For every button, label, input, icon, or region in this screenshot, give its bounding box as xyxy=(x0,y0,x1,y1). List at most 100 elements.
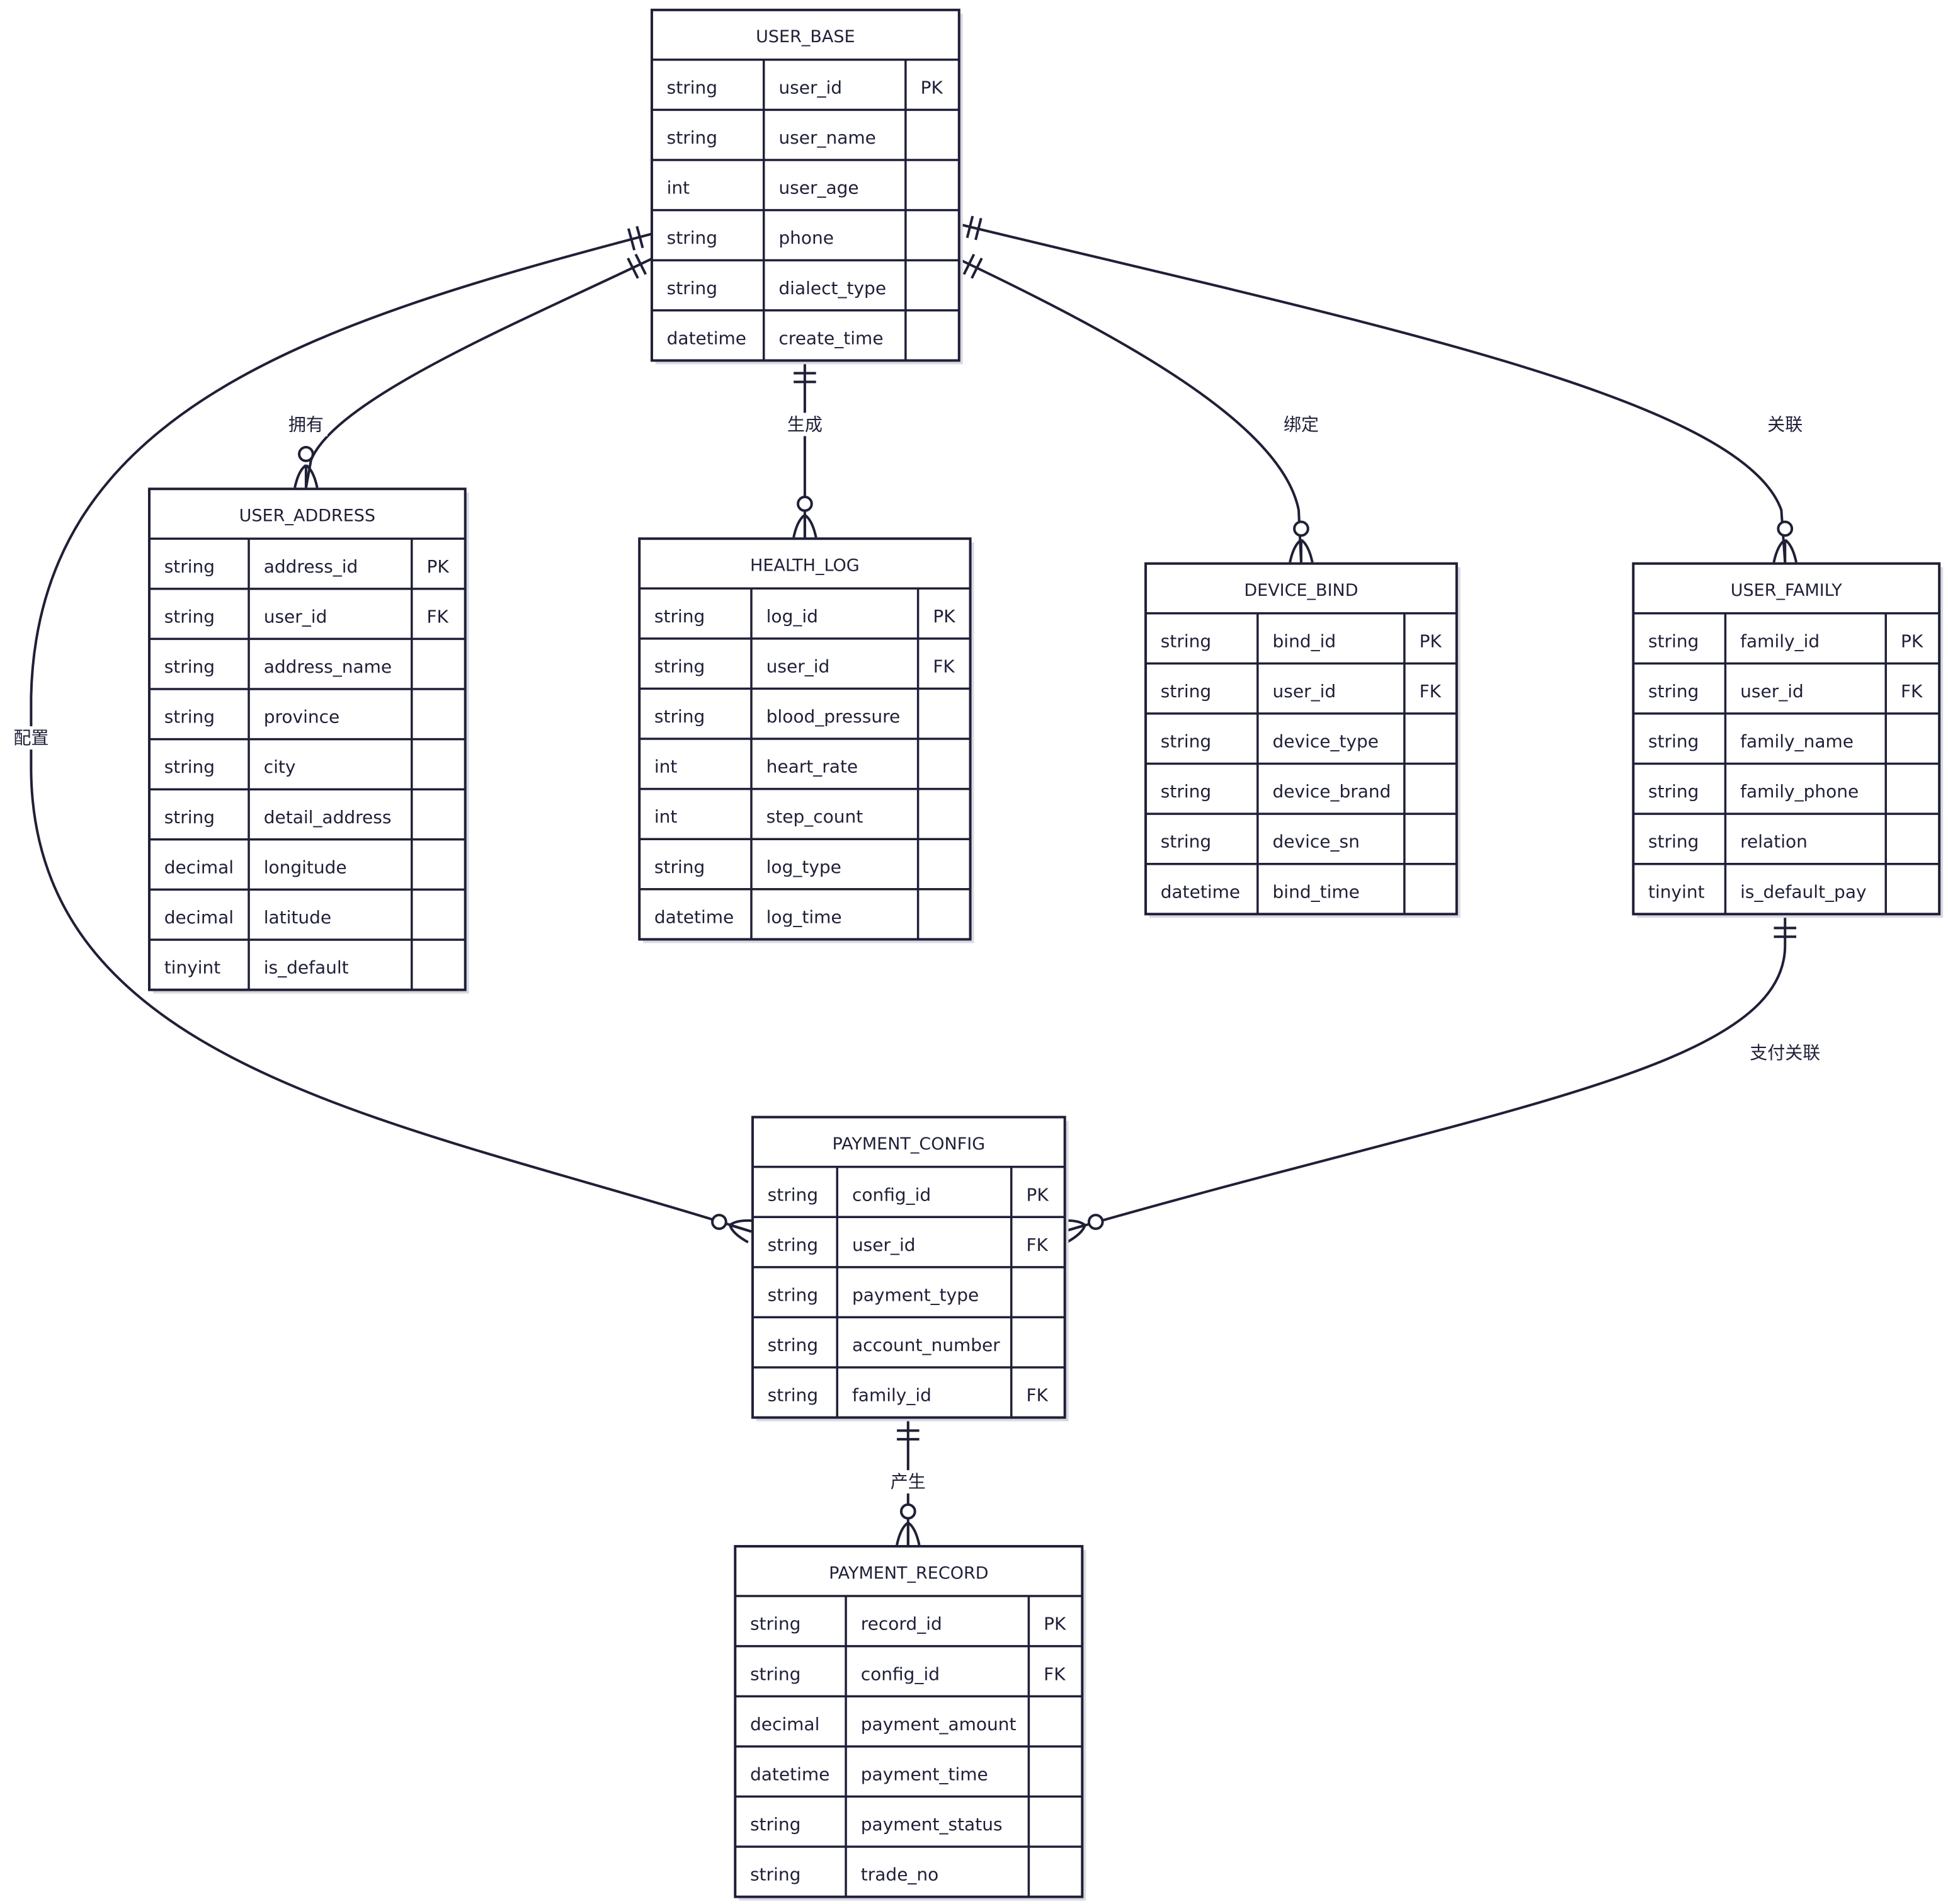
relationship-user-base-to-health-log xyxy=(792,360,817,538)
field-name: user_age xyxy=(778,178,858,198)
zero-circle xyxy=(899,1503,916,1520)
field-key: FK xyxy=(426,606,448,627)
field-key: FK xyxy=(1420,681,1442,702)
field-name: longitude xyxy=(264,857,347,877)
exactly-one-bar xyxy=(627,258,639,279)
field-type: string xyxy=(164,556,215,577)
entity-box xyxy=(1632,562,1941,916)
field-name: city xyxy=(264,756,296,777)
field-key: PK xyxy=(933,606,955,627)
relationship-line xyxy=(304,258,652,488)
field-type: string xyxy=(750,1864,800,1885)
field-type: string xyxy=(1161,781,1211,802)
field-key: FK xyxy=(933,656,955,676)
zero-circle xyxy=(298,446,314,462)
relationship-user-base-to-device-bind xyxy=(957,253,1314,563)
relationship-labels: 拥有生成绑定关联配置支付关联产生 xyxy=(9,413,1825,1494)
entity-title: USER_BASE xyxy=(756,27,855,47)
field-name: family_id xyxy=(852,1385,931,1406)
relationship-label: 配置 xyxy=(13,727,48,748)
relationship-label-bg xyxy=(783,413,826,436)
zero-circle xyxy=(1293,520,1309,537)
field-type: string xyxy=(1648,630,1699,651)
relationship-label-bg xyxy=(886,1470,930,1494)
relationship-label-bg xyxy=(284,413,328,436)
entity-title: USER_ADDRESS xyxy=(239,506,375,526)
field-type: string xyxy=(667,278,717,299)
field-type: string xyxy=(768,1234,818,1255)
field-name: detail_address xyxy=(264,807,392,828)
field-type: string xyxy=(750,1663,800,1684)
zero-circle xyxy=(797,496,813,512)
entity-title: USER_FAMILY xyxy=(1731,581,1842,600)
field-name: device_type xyxy=(1273,731,1379,752)
relationship-user-base-to-user-family xyxy=(957,215,1797,563)
field-type: int xyxy=(654,806,678,827)
field-name: step_count xyxy=(766,806,863,827)
field-name: config_id xyxy=(852,1184,931,1205)
field-key: PK xyxy=(1420,630,1442,651)
crow-foot-prong xyxy=(293,464,307,488)
relationship-label-bg xyxy=(9,726,53,750)
field-type: string xyxy=(654,857,705,877)
field-type: string xyxy=(1161,731,1211,752)
relationship-line xyxy=(957,258,1302,562)
field-type: string xyxy=(654,706,705,727)
relationship-label: 产生 xyxy=(891,1471,926,1492)
field-name: address_name xyxy=(264,656,392,677)
field-key: PK xyxy=(1026,1184,1049,1205)
field-type: string xyxy=(768,1184,818,1205)
field-type: string xyxy=(1648,831,1699,852)
crow-foot-prong xyxy=(907,1521,921,1546)
field-type: string xyxy=(1648,731,1699,752)
entity-title: PAYMENT_RECORD xyxy=(829,1563,988,1583)
field-name: payment_type xyxy=(852,1284,979,1305)
field-type: decimal xyxy=(164,857,234,877)
relationship-user-base-to-payment-config xyxy=(30,225,755,1244)
relationship-line xyxy=(30,232,752,1233)
field-name: bind_id xyxy=(1273,630,1336,651)
field-name: user_id xyxy=(778,77,842,98)
field-type: int xyxy=(654,756,678,777)
field-type: string xyxy=(164,807,215,828)
field-name: user_id xyxy=(264,606,328,627)
field-type: decimal xyxy=(164,907,234,928)
zero-circle xyxy=(1777,520,1794,537)
relationship-label: 生成 xyxy=(787,414,823,435)
exactly-one-bar xyxy=(635,225,644,249)
crow-foot-prong xyxy=(1784,539,1797,563)
field-name: is_default xyxy=(264,957,349,978)
field-name: create_time xyxy=(778,328,883,348)
field-name: account_number xyxy=(852,1335,1000,1355)
entity-title: DEVICE_BIND xyxy=(1244,581,1358,600)
field-type: string xyxy=(1648,681,1699,702)
field-type: tinyint xyxy=(164,957,221,978)
field-name: is_default_pay xyxy=(1740,881,1866,902)
field-name: device_sn xyxy=(1273,831,1360,852)
field-name: log_id xyxy=(766,606,818,627)
field-key: FK xyxy=(1901,681,1923,702)
field-type: string xyxy=(164,756,215,777)
field-type: string xyxy=(654,606,705,627)
exactly-one-bar xyxy=(974,217,983,241)
relationship-user-base-to-user-address xyxy=(293,253,652,488)
entity-box xyxy=(734,1545,1084,1898)
field-type: string xyxy=(1161,630,1211,651)
field-type: string xyxy=(1161,681,1211,702)
field-type: tinyint xyxy=(1648,881,1705,902)
field-name: device_brand xyxy=(1273,781,1391,802)
field-type: string xyxy=(768,1284,818,1305)
field-name: payment_amount xyxy=(861,1714,1017,1735)
field-type: string xyxy=(1648,781,1699,802)
relationship-label-bg xyxy=(1279,413,1323,436)
relationship-line xyxy=(957,222,1787,562)
field-name: user_id xyxy=(852,1234,916,1255)
field-name: blood_pressure xyxy=(766,706,901,727)
entity-box xyxy=(650,8,960,362)
